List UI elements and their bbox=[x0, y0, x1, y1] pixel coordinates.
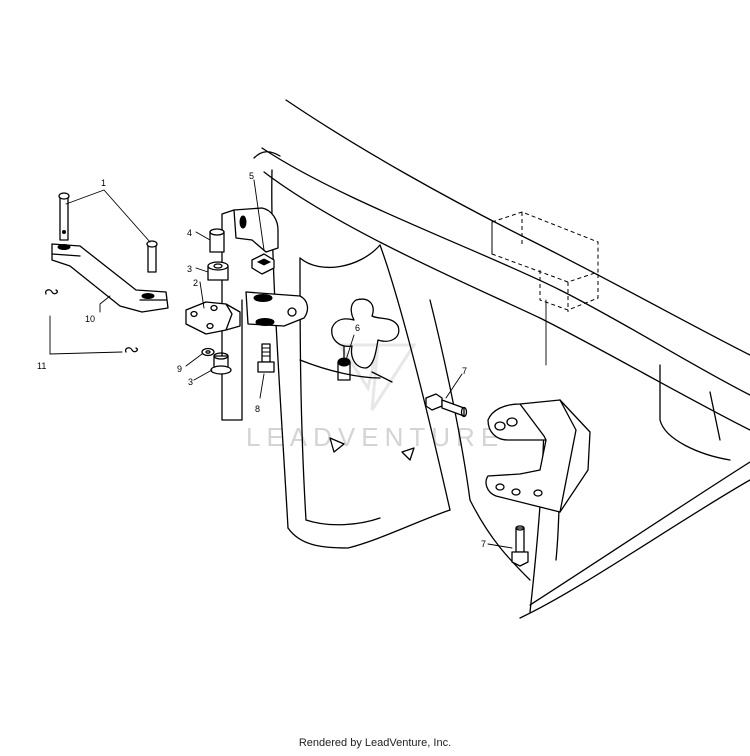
callout-3-lower: 3 bbox=[188, 377, 193, 387]
bolt-7-horizontal bbox=[425, 393, 468, 418]
footer-credit: Rendered by LeadVenture, Inc. bbox=[298, 737, 452, 749]
hinge-upper bbox=[233, 207, 279, 275]
callout-2: 2 bbox=[193, 278, 198, 288]
dashed-reference-box bbox=[491, 211, 599, 366]
bushing-3-lower bbox=[210, 352, 232, 375]
callout-8: 8 bbox=[255, 404, 260, 414]
frame-rail bbox=[253, 99, 750, 431]
link-arm-10 bbox=[51, 243, 169, 313]
callout-11: 11 bbox=[37, 361, 46, 371]
clip-11-lower bbox=[124, 347, 138, 353]
bushing-3-upper bbox=[207, 261, 229, 281]
mounting-bracket bbox=[485, 399, 591, 513]
callout-labels: 1 2 3 3 4 5 6 7 7 8 9 10 11 bbox=[37, 171, 486, 549]
pin-1-right bbox=[146, 240, 158, 273]
frame-post bbox=[271, 169, 531, 581]
pin-1-left bbox=[58, 192, 70, 241]
clip-11-upper bbox=[44, 289, 58, 295]
callout-6: 6 bbox=[355, 323, 360, 333]
washer-9 bbox=[201, 347, 215, 357]
callout-1: 1 bbox=[101, 178, 106, 188]
callout-7-upper: 7 bbox=[462, 366, 467, 376]
callout-9: 9 bbox=[177, 364, 182, 374]
bolt-8 bbox=[257, 343, 275, 373]
callout-10: 10 bbox=[85, 314, 95, 324]
watermark-text: LEADVENTURE bbox=[246, 422, 504, 452]
callout-7-lower: 7 bbox=[481, 539, 486, 549]
bushing-4 bbox=[209, 228, 225, 253]
leader-lines bbox=[49, 179, 513, 549]
callout-3-upper: 3 bbox=[187, 264, 192, 274]
bolt-7-vertical bbox=[511, 525, 529, 567]
bracket-2 bbox=[185, 301, 241, 335]
bolt-6 bbox=[299, 345, 393, 383]
hinge-lower bbox=[221, 209, 309, 421]
callout-4: 4 bbox=[187, 228, 192, 238]
callout-5: 5 bbox=[249, 171, 254, 181]
